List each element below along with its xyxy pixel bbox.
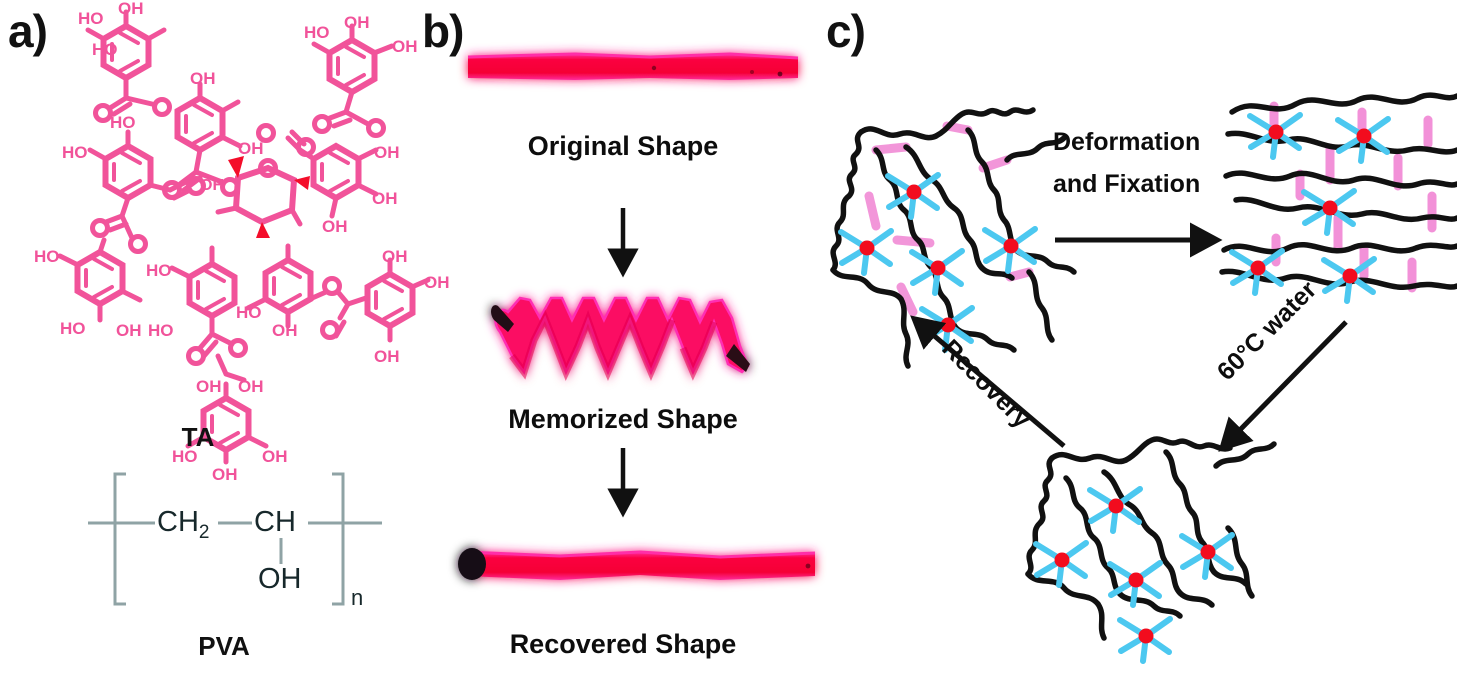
svg-text:OH: OH bbox=[196, 377, 222, 396]
label-60c-water: 60°C water bbox=[1211, 275, 1323, 387]
svg-text:HO: HO bbox=[148, 321, 174, 340]
label-deformation-line1: Deformation bbox=[1053, 128, 1201, 156]
svg-text:OH: OH bbox=[424, 273, 450, 292]
svg-text:OH: OH bbox=[374, 347, 400, 366]
svg-text:HO: HO bbox=[304, 23, 330, 42]
caption-recovered-shape: Recovered Shape bbox=[509, 629, 737, 659]
caption-original-shape: Original Shape bbox=[527, 131, 719, 161]
svg-text:HO: HO bbox=[236, 303, 262, 322]
pva-ch-label: CH bbox=[254, 506, 296, 538]
svg-text:OH: OH bbox=[262, 447, 288, 466]
svg-text:HO: HO bbox=[92, 40, 118, 59]
svg-text:HO: HO bbox=[146, 261, 172, 280]
panel-label-a: a) bbox=[8, 5, 48, 57]
panel-label-b: b) bbox=[422, 5, 464, 57]
panel-label-c: c) bbox=[826, 5, 866, 57]
molecule-label-pva: PVA bbox=[198, 631, 250, 661]
svg-text:OH: OH bbox=[392, 37, 418, 56]
pva-repeat-index: n bbox=[351, 585, 364, 610]
pva-oh-label: OH bbox=[258, 563, 302, 595]
strip-recovered bbox=[458, 548, 816, 580]
svg-text:OH: OH bbox=[118, 0, 144, 18]
svg-text:OH: OH bbox=[322, 217, 348, 236]
svg-text:OH: OH bbox=[382, 247, 408, 266]
svg-text:OH: OH bbox=[372, 189, 398, 208]
svg-text:OH: OH bbox=[212, 465, 238, 484]
label-recovery: Recovery bbox=[936, 334, 1036, 434]
strip-memorized bbox=[491, 296, 750, 382]
caption-memorized-shape: Memorized Shape bbox=[508, 404, 738, 434]
svg-text:OH: OH bbox=[116, 321, 142, 340]
svg-text:OH: OH bbox=[344, 13, 370, 32]
svg-text:HO: HO bbox=[34, 247, 60, 266]
svg-text:OH: OH bbox=[200, 177, 224, 194]
svg-text:HO: HO bbox=[110, 113, 136, 132]
svg-text:HO: HO bbox=[78, 9, 104, 28]
svg-text:OH: OH bbox=[190, 69, 216, 88]
molecule-label-ta: TA bbox=[181, 422, 215, 452]
strip-original bbox=[467, 52, 799, 80]
svg-text:OH: OH bbox=[238, 377, 264, 396]
svg-text:OH: OH bbox=[238, 139, 264, 158]
svg-text:HO: HO bbox=[60, 319, 86, 338]
svg-text:OH: OH bbox=[272, 321, 298, 340]
label-deformation-line2: and Fixation bbox=[1053, 170, 1201, 198]
network-coiled-recovered bbox=[1025, 436, 1277, 661]
network-coiled-initial bbox=[830, 107, 1077, 369]
network-aligned-fixed bbox=[1219, 92, 1457, 301]
svg-text:HO: HO bbox=[62, 143, 88, 162]
svg-text:OH: OH bbox=[374, 143, 400, 162]
pva-ch2-label: CH2 bbox=[157, 506, 210, 543]
